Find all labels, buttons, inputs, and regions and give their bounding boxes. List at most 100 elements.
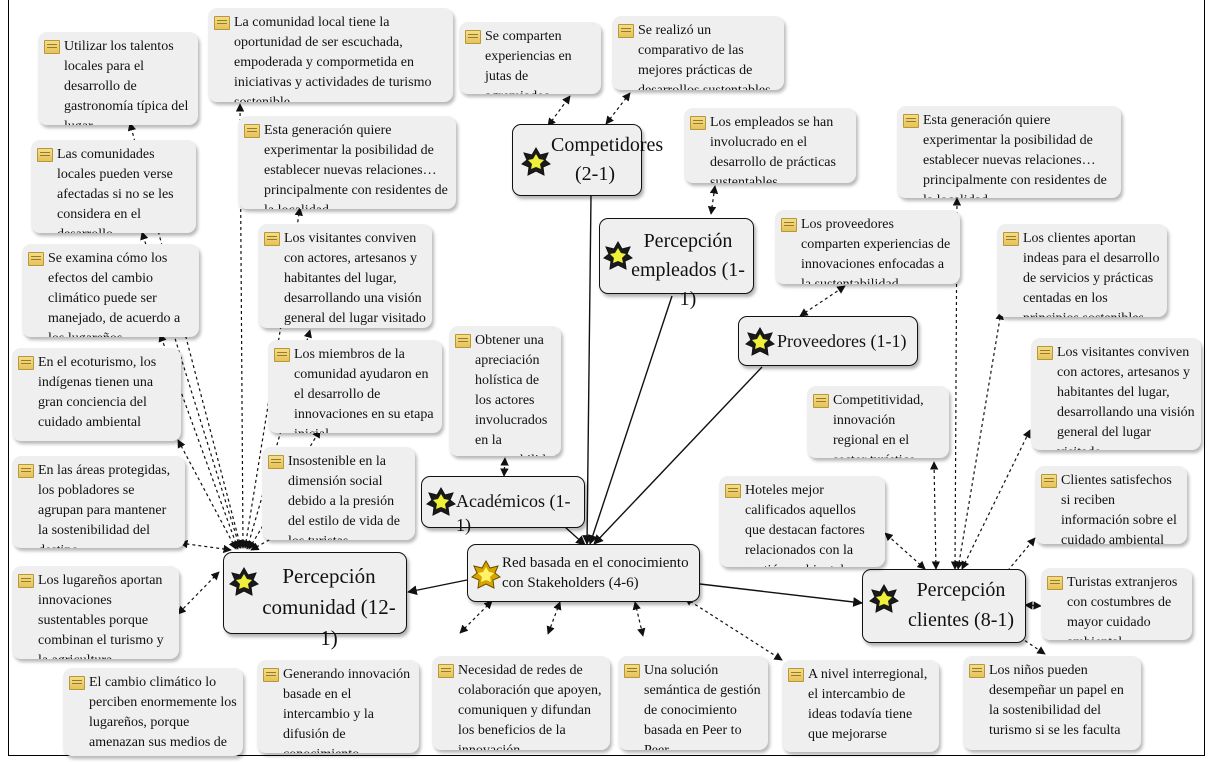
note-visitantes-b-text: Los visitantes conviven con actores, art… xyxy=(1057,345,1195,450)
note-cambio-text: El cambio climático lo perciben enormeme… xyxy=(89,675,237,756)
note-icon xyxy=(690,116,706,130)
note-proveedores-experiencias[interactable]: Los proveedores comparten experiencias d… xyxy=(775,210,960,284)
note-extranjeros[interactable]: Turistas extranjeros con costumbres de m… xyxy=(1041,568,1192,640)
note-comparativo[interactable]: Se realizó un comparativo de las mejores… xyxy=(612,16,784,90)
note-icon xyxy=(788,668,804,682)
note-cambio[interactable]: El cambio climático lo perciben enormeme… xyxy=(63,668,243,756)
note-icon xyxy=(274,348,290,362)
note-empleados-involucrados[interactable]: Los empleados se han involucrado en el d… xyxy=(684,108,856,183)
note-icon xyxy=(1037,346,1053,360)
node-competidores-label: Competidores (2-1) xyxy=(551,134,664,185)
note-icon xyxy=(1047,576,1063,590)
note-visitantes-a-text: Los visitantes conviven con actores, art… xyxy=(284,231,426,326)
note-climatico[interactable]: Se examina cómo los efectos del cambio c… xyxy=(22,244,199,337)
note-comparten[interactable]: Se comparten experiencias en jutas de ag… xyxy=(459,22,601,94)
diagram-frame xyxy=(8,0,1205,756)
note-hoteles-text: Hoteles mejor calificados aquellos que d… xyxy=(745,483,865,567)
note-ecoturismo-text: En el ecoturismo, los indígenas tienen u… xyxy=(38,355,157,430)
node-academicos-burst-icon xyxy=(426,487,456,516)
note-empleados-involucrados-text: Los empleados se han involucrado en el d… xyxy=(710,115,836,183)
central-node[interactable]: Red basada en el conocimiento con Stakeh… xyxy=(467,544,700,602)
note-satisfechos[interactable]: Clientes satisfechos si reciben informac… xyxy=(1035,466,1187,544)
node-percepcion-empleados[interactable]: Percepción empleados (1-1) xyxy=(599,218,754,310)
note-icon xyxy=(781,218,797,232)
note-icon xyxy=(725,484,741,498)
node-proveedores-label: Proveedores (1-1) xyxy=(777,331,907,351)
note-icon xyxy=(69,676,85,690)
node-academicos[interactable]: Académicos (1-1) xyxy=(421,476,585,535)
note-generacion-a[interactable]: Esta generación quiere experimentar la p… xyxy=(238,116,456,209)
note-icon xyxy=(1041,474,1057,488)
note-icon xyxy=(268,455,284,469)
note-afectadas-text: Las comunidades locales pueden verse afe… xyxy=(57,147,174,233)
note-competitividad-text: Competitividad, innovación regional en e… xyxy=(833,393,924,458)
note-redes-text: Necesidad de redes de colaboración que a… xyxy=(458,663,602,750)
note-proveedores-experiencias-text: Los proveedores comparten experiencias d… xyxy=(801,217,951,284)
note-icon xyxy=(465,30,481,44)
note-holistica-text: Obtener una apreciación holística de los… xyxy=(475,333,559,456)
note-hoteles[interactable]: Hoteles mejor calificados aquellos que d… xyxy=(719,476,885,567)
note-ninos-text: Los niños pueden desempeñar un papel en … xyxy=(989,663,1124,738)
note-miembros-text: Los miembros de la comunidad ayudaron en… xyxy=(294,347,434,433)
node-proveedores-burst-icon xyxy=(745,327,775,356)
note-talentos-text: Utilizar los talentos locales para el de… xyxy=(64,39,189,125)
note-icon xyxy=(37,148,53,162)
note-semantica-text: Una solución semántica de gestión de con… xyxy=(644,663,761,750)
note-icon xyxy=(18,574,34,588)
note-icon xyxy=(624,664,640,678)
node-comunidad-label: Percepción comunidad (12-1) xyxy=(262,564,396,650)
note-climatico-text: Se examina cómo los efectos del cambio c… xyxy=(48,251,181,337)
note-afectadas[interactable]: Las comunidades locales pueden verse afe… xyxy=(31,140,196,233)
note-aportan[interactable]: Los lugareños aportan innovaciones suste… xyxy=(12,566,179,659)
note-insostenible-text: Insostenible en la dimensión social debi… xyxy=(288,454,400,540)
note-talentos[interactable]: Utilizar los talentos locales para el de… xyxy=(38,32,198,125)
note-icon xyxy=(244,124,260,138)
note-ecoturismo[interactable]: En el ecoturismo, los indígenas tienen u… xyxy=(12,348,181,441)
note-semantica[interactable]: Una solución semántica de gestión de con… xyxy=(618,656,768,750)
note-comparativo-text: Se realizó un comparativo de las mejores… xyxy=(638,23,771,90)
note-icon xyxy=(263,668,279,682)
note-generacion-b[interactable]: Esta generación quiere experimentar la p… xyxy=(897,106,1121,198)
note-extranjeros-text: Turistas extranjeros con costumbres de m… xyxy=(1067,575,1178,640)
note-intercambio[interactable]: Generando innovación basade en el interc… xyxy=(257,660,419,753)
note-icon xyxy=(903,114,919,128)
note-intercambio-text: Generando innovación basade en el interc… xyxy=(283,667,411,753)
note-icon xyxy=(455,334,471,348)
note-holistica[interactable]: Obtener una apreciación holística de los… xyxy=(449,326,561,456)
note-generacion-a-text: Esta generación quiere experimentar la p… xyxy=(264,123,448,209)
node-competidores[interactable]: Competidores (2-1) xyxy=(512,124,664,196)
note-competitividad[interactable]: Competitividad, innovación regional en e… xyxy=(807,386,949,458)
node-comunidad-burst-icon xyxy=(229,567,259,596)
note-visitantes-b[interactable]: Los visitantes conviven con actores, art… xyxy=(1031,338,1201,450)
node-academicos-label: Académicos (1-1) xyxy=(456,491,571,535)
node-percepcion-clientes[interactable]: Percepción clientes (8-1) xyxy=(862,569,1026,643)
note-ideas-clientes[interactable]: Los clientes aportan indeas para el desa… xyxy=(997,224,1167,317)
central-node-label: Red basada en el conocimiento con Stakeh… xyxy=(502,555,689,591)
note-icon xyxy=(969,664,985,678)
note-ideas-clientes-text: Los clientes aportan indeas para el desa… xyxy=(1023,231,1160,317)
note-ninos[interactable]: Los niños pueden desempeñar un papel en … xyxy=(963,656,1141,750)
note-redes[interactable]: Necesidad de redes de colaboración que a… xyxy=(432,656,610,750)
node-proveedores[interactable]: Proveedores (1-1) xyxy=(738,316,918,366)
note-interregional[interactable]: A nivel interregional, el intercambio de… xyxy=(782,660,939,752)
note-icon xyxy=(214,16,230,30)
note-icon xyxy=(18,356,34,370)
note-insostenible[interactable]: Insostenible en la dimensión social debi… xyxy=(262,447,415,540)
note-escuchada[interactable]: La comunidad local tiene la oportunidad … xyxy=(208,8,453,102)
note-interregional-text: A nivel interregional, el intercambio de… xyxy=(808,667,928,742)
note-protegidas[interactable]: En las áreas protegidas, los pobladores … xyxy=(12,456,185,548)
node-percepcion-comunidad[interactable]: Percepción comunidad (12-1) xyxy=(223,552,407,650)
note-icon xyxy=(44,40,60,54)
node-empleados-burst-icon xyxy=(603,241,633,270)
node-clientes-burst-icon xyxy=(869,584,899,613)
note-icon xyxy=(28,252,44,266)
note-icon xyxy=(18,464,34,478)
central-burst-icon xyxy=(471,560,501,589)
node-competidores-burst-icon xyxy=(521,147,551,176)
note-icon xyxy=(1003,232,1019,246)
note-miembros[interactable]: Los miembros de la comunidad ayudaron en… xyxy=(268,340,442,433)
note-icon xyxy=(264,232,280,246)
note-satisfechos-text: Clientes satisfechos si reciben informac… xyxy=(1061,473,1177,544)
note-visitantes-a[interactable]: Los visitantes conviven con actores, art… xyxy=(258,224,432,328)
note-icon xyxy=(438,664,454,678)
